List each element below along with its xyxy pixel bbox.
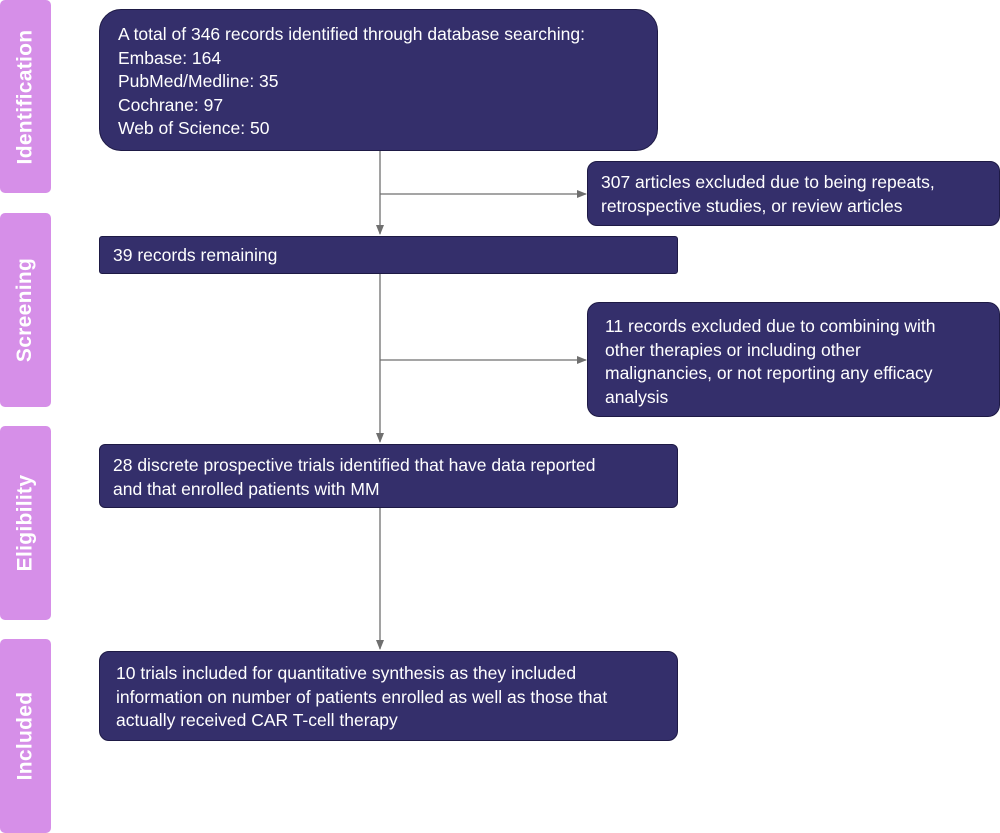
trials-line-2: and that enrolled patients with MM bbox=[113, 478, 380, 499]
box-identified: A total of 346 records identified throug… bbox=[99, 9, 658, 151]
included-line-3: actually received CAR T-cell therapy bbox=[116, 710, 398, 730]
identified-line-5: Web of Science: 50 bbox=[118, 118, 270, 138]
identified-line-4: Cochrane: 97 bbox=[118, 94, 224, 115]
excluded-repeats-line-2: retrospective studies, or review article… bbox=[601, 195, 903, 216]
box-trials: 28 discrete prospective trials identifie… bbox=[99, 444, 678, 508]
trials-line-1: 28 discrete prospective trials identifie… bbox=[113, 455, 596, 475]
included-line-2: information on number of patients enroll… bbox=[116, 686, 608, 707]
included-line-1: 10 trials included for quantitative synt… bbox=[116, 663, 577, 683]
box-included: 10 trials included for quantitative synt… bbox=[99, 651, 678, 741]
box-excluded-therapies: 11 records excluded due to combining wit… bbox=[587, 302, 1000, 417]
box-excluded-repeats: 307 articles excluded due to being repea… bbox=[587, 161, 1000, 226]
excluded-repeats-line-1: 307 articles excluded due to being repea… bbox=[601, 172, 935, 192]
excluded-therapies-line-1: 11 records excluded due to combining wit… bbox=[605, 316, 936, 336]
stage-identification: Identification bbox=[0, 0, 51, 193]
excluded-therapies-line-4: analysis bbox=[605, 386, 669, 407]
stage-screening: Screening bbox=[0, 213, 51, 407]
identified-line-2: Embase: 164 bbox=[118, 47, 222, 68]
box-remaining: 39 records remaining bbox=[99, 236, 678, 274]
stage-included: Included bbox=[0, 639, 51, 833]
excluded-therapies-line-2: other therapies or including other bbox=[605, 339, 861, 360]
identified-line-3: PubMed/Medline: 35 bbox=[118, 71, 279, 91]
remaining-line-1: 39 records remaining bbox=[113, 245, 278, 265]
identified-line-1: A total of 346 records identified throug… bbox=[118, 24, 585, 44]
excluded-therapies-line-3: malignancies, or not reporting any effic… bbox=[605, 363, 933, 383]
stage-eligibility: Eligibility bbox=[0, 426, 51, 620]
